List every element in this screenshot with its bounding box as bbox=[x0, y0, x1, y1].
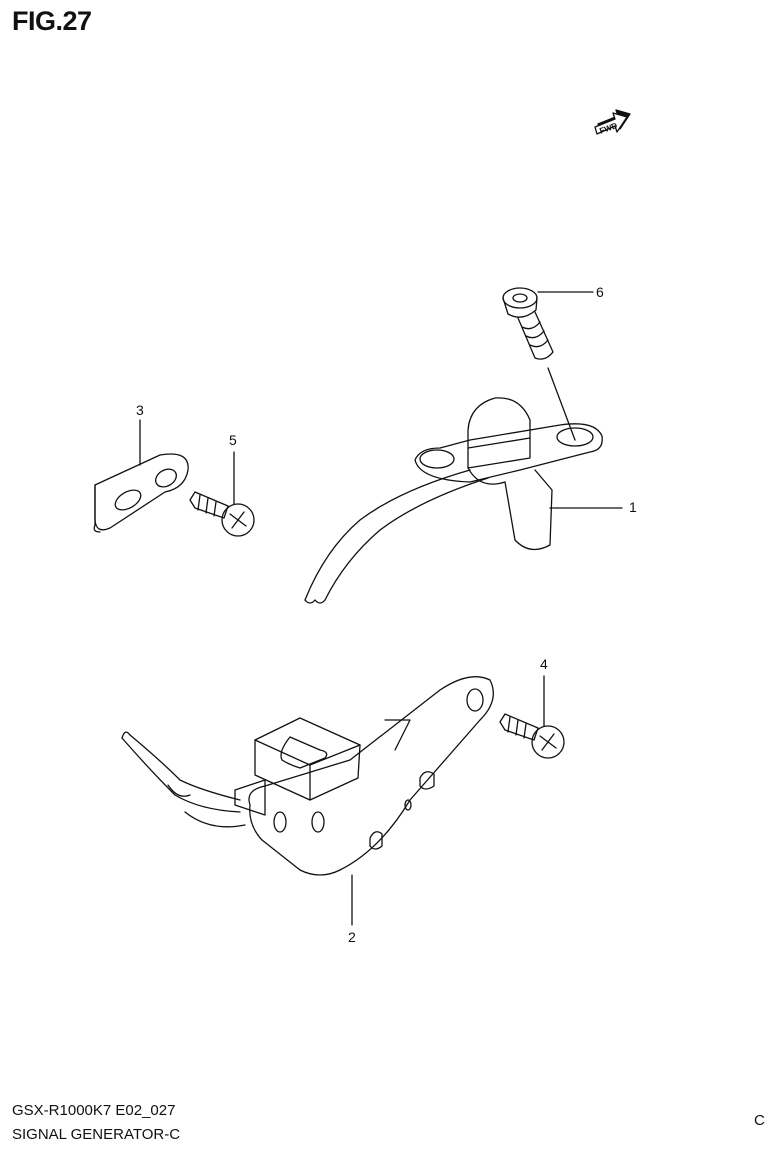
part-2-generator bbox=[121, 676, 494, 926]
callout-3: 3 bbox=[136, 402, 144, 418]
section-name: SIGNAL GENERATOR-C bbox=[12, 1126, 181, 1143]
callout-4: 4 bbox=[540, 656, 548, 672]
callout-2: 2 bbox=[348, 929, 356, 945]
part-3-plate bbox=[93, 419, 189, 533]
part-6-bolt bbox=[502, 287, 594, 441]
callout-5: 5 bbox=[229, 432, 237, 448]
part-1-sensor bbox=[304, 397, 623, 604]
callout-6: 6 bbox=[596, 284, 604, 300]
part-4-screw bbox=[499, 675, 565, 759]
figure-title: FIG.27 bbox=[12, 6, 92, 36]
edge-mark: C bbox=[754, 1112, 765, 1129]
model-code: GSX-R1000K7 E02_027 bbox=[12, 1102, 176, 1119]
callout-1: 1 bbox=[629, 499, 637, 515]
fwd-arrow-icon: FWD bbox=[594, 109, 631, 136]
part-5-screw bbox=[189, 451, 255, 537]
